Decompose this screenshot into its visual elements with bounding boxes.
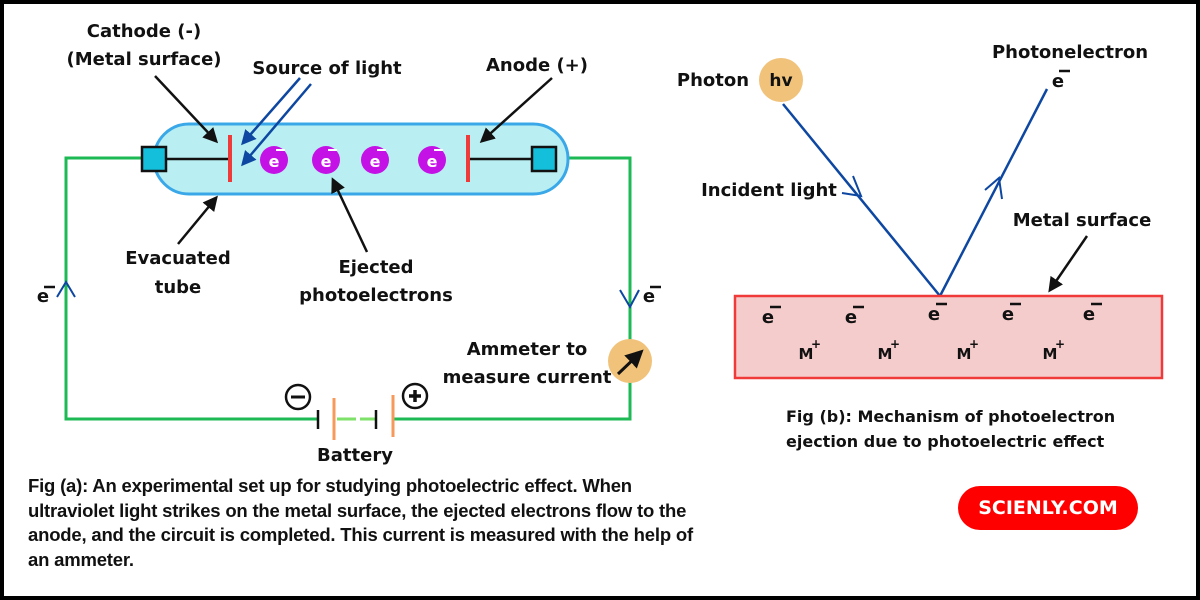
anode-pointer-arrow (479, 77, 553, 144)
tube-electrons: e e e e (260, 146, 446, 174)
ammeter-needle-icon (616, 349, 644, 376)
tube-electron: e (260, 146, 288, 174)
circuit-wires (64, 156, 632, 421)
electron-symbol: e (321, 152, 332, 171)
evacuated-tube-sublabel: tube (155, 277, 202, 298)
surface-electron: e (762, 305, 781, 328)
battery-plus-icon (401, 382, 429, 410)
ejected-direction-arrow-icon (984, 176, 1003, 200)
surface-electron: e (928, 302, 947, 325)
photon-label: Photon (677, 70, 749, 91)
metal-surface-pointer-arrow (1048, 235, 1089, 293)
metal-surface (733, 294, 1164, 380)
brand-badge[interactable]: SCIENLY.COM (958, 486, 1138, 530)
svg-text:M: M (878, 345, 893, 363)
surface-electron: e (1083, 302, 1102, 325)
ejected-photoelectrons-label: Ejected (338, 257, 413, 278)
anode-label: Anode (+) (486, 55, 588, 76)
light-ray-arrow-1 (241, 77, 301, 146)
figure-b-caption: Fig (b): Mechanism of photoelectron ejec… (786, 407, 1116, 451)
metal-ion: M + (1043, 337, 1066, 363)
light-ray-arrow-2 (241, 83, 312, 167)
tube-pointer-arrow (177, 195, 218, 245)
svg-text:e: e (1083, 304, 1095, 325)
photoelectron-label: Photonelectron (992, 42, 1148, 63)
incident-light-label: Incident light (701, 180, 837, 201)
surface-electrons: e e e e e (762, 302, 1102, 328)
electron-symbol: e (427, 152, 438, 171)
svg-text:M: M (799, 345, 814, 363)
evacuated-tube-label: Evacuated (125, 248, 231, 269)
electron-symbol: e (370, 152, 381, 171)
tube-electron: e (418, 146, 446, 174)
surface-electron: e (845, 305, 864, 328)
cathode-pointer-arrow (154, 75, 219, 144)
surface-electron: e (1002, 302, 1021, 325)
terminal-right (530, 145, 558, 173)
photon-icon (759, 58, 803, 102)
svg-text:+: + (1055, 337, 1065, 351)
battery-minus-icon (284, 383, 312, 411)
flow-down-arrow-icon (619, 289, 640, 310)
svg-text:+: + (890, 337, 900, 351)
metal-ion: M + (878, 337, 901, 363)
ammeter-label: Ammeter to (467, 339, 588, 360)
incident-ray (782, 103, 941, 297)
photoelectron-symbol: e (1052, 71, 1064, 92)
svg-text:+: + (969, 337, 979, 351)
flow-up-arrow-icon (56, 280, 76, 298)
battery (316, 395, 395, 440)
cathode-label: Cathode (-) (87, 21, 201, 42)
ejected-ray (938, 88, 1049, 297)
metal-ions: M + M + M + M + (799, 337, 1066, 363)
terminal-left (140, 145, 168, 173)
incident-direction-arrow-icon (841, 175, 863, 198)
svg-text:M: M (957, 345, 972, 363)
svg-text:+: + (811, 337, 821, 351)
metal-surface-label: Metal surface (1013, 210, 1152, 231)
figure-a-caption: Fig (a): An experimental set up for stud… (28, 475, 693, 570)
tube-electron: e (312, 146, 340, 174)
svg-text:M: M (1043, 345, 1058, 363)
metal-ion: M + (799, 337, 822, 363)
battery-label: Battery (317, 445, 393, 466)
tube-electron: e (361, 146, 389, 174)
svg-text:e: e (1002, 304, 1014, 325)
source-of-light-label: Source of light (252, 58, 402, 79)
ejected-photoelectrons-sublabel: photoelectrons (299, 285, 453, 306)
metal-ion: M + (957, 337, 980, 363)
electron-flow-right-label: e (643, 286, 655, 307)
ejected-pointer-arrow (331, 177, 369, 253)
svg-text:e: e (762, 307, 774, 328)
hv-label: hv (769, 71, 792, 91)
electron-symbol: e (269, 152, 280, 171)
wire-left (64, 156, 318, 421)
svg-text:e: e (845, 307, 857, 328)
svg-text:e: e (928, 304, 940, 325)
ammeter-sublabel: measure current (443, 367, 612, 388)
wire-right (393, 156, 632, 421)
electron-flow-left-label: e (37, 286, 49, 307)
cathode-sublabel: (Metal surface) (66, 49, 221, 70)
